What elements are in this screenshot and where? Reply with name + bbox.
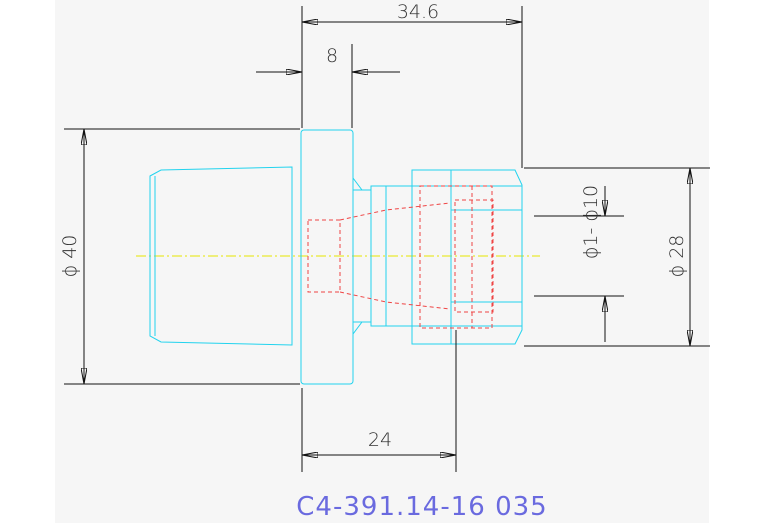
- dim-label-phi-40: ϕ 40: [59, 235, 81, 278]
- drawing-sheet: [55, 0, 709, 523]
- flange-outline: [300, 129, 354, 385]
- dimension-lines: [64, 6, 710, 472]
- hidden-lines: [307, 185, 494, 329]
- collet-inner-hidden: [454, 199, 494, 313]
- dim-label-24: 24: [368, 429, 392, 451]
- part-number-title: C4-391.14-16 035: [296, 492, 547, 522]
- collet-taper-hidden-bottom: [339, 291, 451, 310]
- part-outline: [149, 129, 523, 385]
- shank-outline: [149, 166, 293, 346]
- collet-hidden-rect: [419, 185, 493, 329]
- dim-label-bore-range: ϕ1- ϕ10: [580, 185, 602, 259]
- dim-label-34-6: 34.6: [397, 1, 439, 23]
- dim-label-phi-28: ϕ 28: [666, 235, 688, 278]
- nut-outline: [411, 169, 523, 345]
- shank-bore-hidden: [307, 219, 341, 293]
- dim-label-8: 8: [326, 45, 338, 67]
- collet-taper-hidden-top: [339, 202, 451, 221]
